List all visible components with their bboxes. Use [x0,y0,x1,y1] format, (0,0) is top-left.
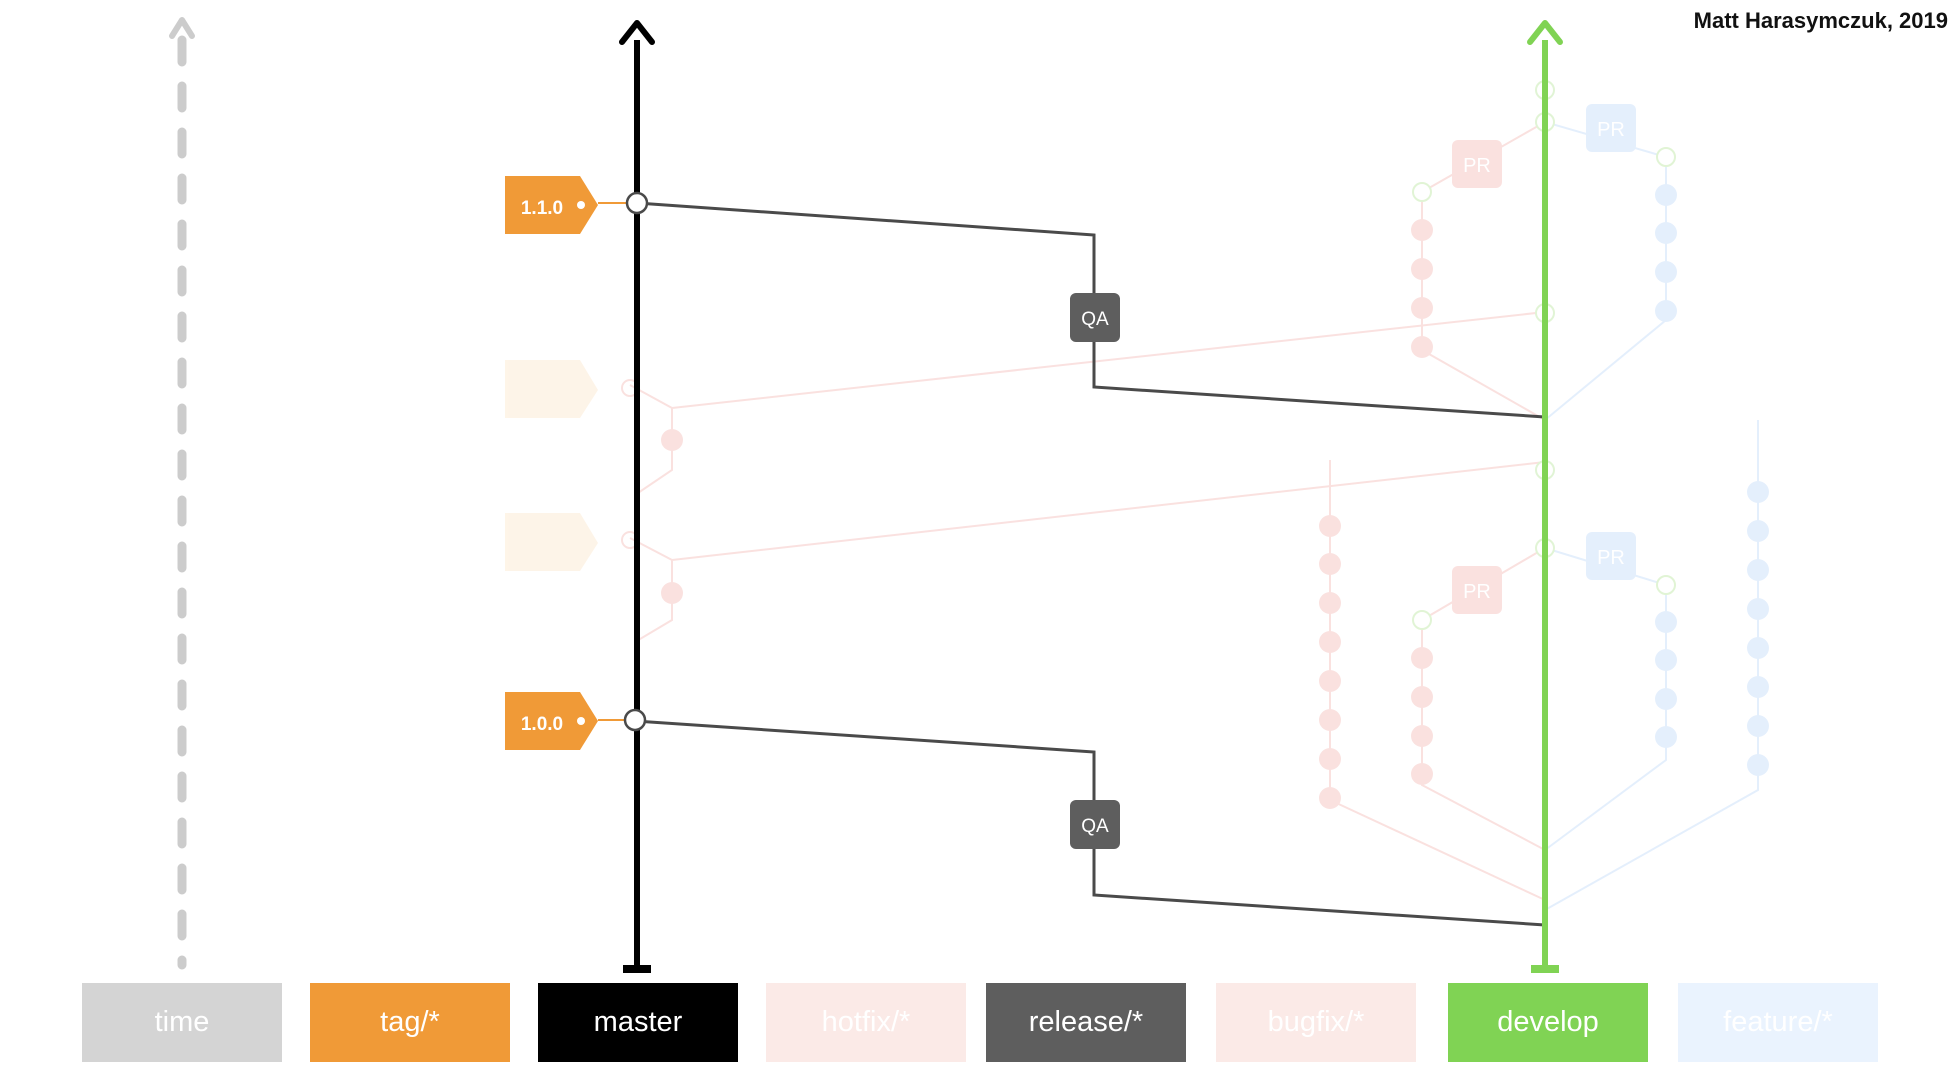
tag-1-1-0 [505,176,598,234]
lane-label-master: master [538,983,738,1062]
develop-base [1531,965,1559,973]
pr-commit-red [1411,297,1433,319]
pr-commit-red [1411,219,1433,241]
bugfix-commit [1319,670,1341,692]
pr-blue-line-upper [1544,121,1667,421]
bugfix-commit [1319,787,1341,809]
lane-label-bugfix: bugfix/* [1216,983,1416,1062]
hotfix-commit [661,429,683,451]
pr-commit-blue [1655,726,1677,748]
hotfix-line-lower [629,461,1546,643]
tag-label-1-0-0: 1.0.0 [521,714,563,735]
feature-commit [1747,520,1769,542]
master-arrow-icon [619,20,655,45]
qa-badge-upper [1070,293,1120,342]
pr-badge [1452,566,1502,614]
master-base [623,965,651,973]
feature-branch-line [1544,420,1759,911]
pr-commit-red [1411,647,1433,669]
feature-commit [1747,481,1769,503]
pr-badge [1452,140,1502,188]
qa-label: QA [1081,816,1109,837]
hotfix-commit [661,582,683,604]
lane-label-feature: feature/* [1678,983,1878,1062]
bugfix-commit [1319,631,1341,653]
tag-label-1-1-0: 1.1.0 [521,198,563,219]
pr-label: PR [1463,581,1491,603]
bugfix-commit [1319,592,1341,614]
tag-1-0-0 [505,692,598,750]
tag-hole [577,717,585,725]
pr-commit-blue [1655,261,1677,283]
lane-label-hotfix: hotfix/* [766,983,966,1062]
develop-commit-faded [1656,575,1676,595]
lane-label-develop: develop [1448,983,1648,1062]
feature-commit [1747,715,1769,737]
lane-label-time: time [82,983,282,1062]
bugfix-commit [1319,515,1341,537]
pr-badge [1586,104,1636,152]
master-commit-1-0-0 [623,708,647,732]
master-commit-1-1-0 [625,191,649,215]
bugfix-commit [1319,709,1341,731]
develop-commit-faded [1412,182,1432,202]
pr-label: PR [1597,119,1625,141]
develop-commit-faded [1656,147,1676,167]
pr-label: PR [1463,155,1491,177]
pr-commit-red [1411,336,1433,358]
faded-tag-upper [505,360,598,418]
pr-commit-blue [1655,300,1677,322]
develop-arrow-icon [1527,20,1563,45]
pr-commit-blue [1655,649,1677,671]
feature-commit [1747,598,1769,620]
pr-commit-red [1411,258,1433,280]
lane-label-release: release/* [986,983,1186,1062]
pr-commit-blue [1655,184,1677,206]
pr-commit-red [1411,686,1433,708]
pr-badge [1586,532,1636,580]
pr-blue-line-lower [1544,547,1667,851]
develop-commit-faded [1412,610,1432,630]
time-arrow-icon [169,17,195,39]
pr-commit-red [1411,763,1433,785]
feature-commit [1747,676,1769,698]
pr-commit-blue [1655,222,1677,244]
pr-commit-blue [1655,611,1677,633]
faded-branches: PR PR PR PR [505,80,1769,911]
bugfix-commit [1319,748,1341,770]
pr-commit-blue [1655,688,1677,710]
tag-hole [577,201,585,209]
qa-label: QA [1081,309,1109,330]
pr-commit-red [1411,725,1433,747]
qa-badge-lower [1070,800,1120,849]
author-credit: Matt Harasymczuk, 2019 [1693,8,1948,33]
faded-tag-lower [505,513,598,571]
lane-label-tag: tag/* [310,983,510,1062]
bugfix-commit [1319,553,1341,575]
feature-commit [1747,754,1769,776]
feature-commit [1747,559,1769,581]
feature-commit [1747,637,1769,659]
pr-label: PR [1597,547,1625,569]
